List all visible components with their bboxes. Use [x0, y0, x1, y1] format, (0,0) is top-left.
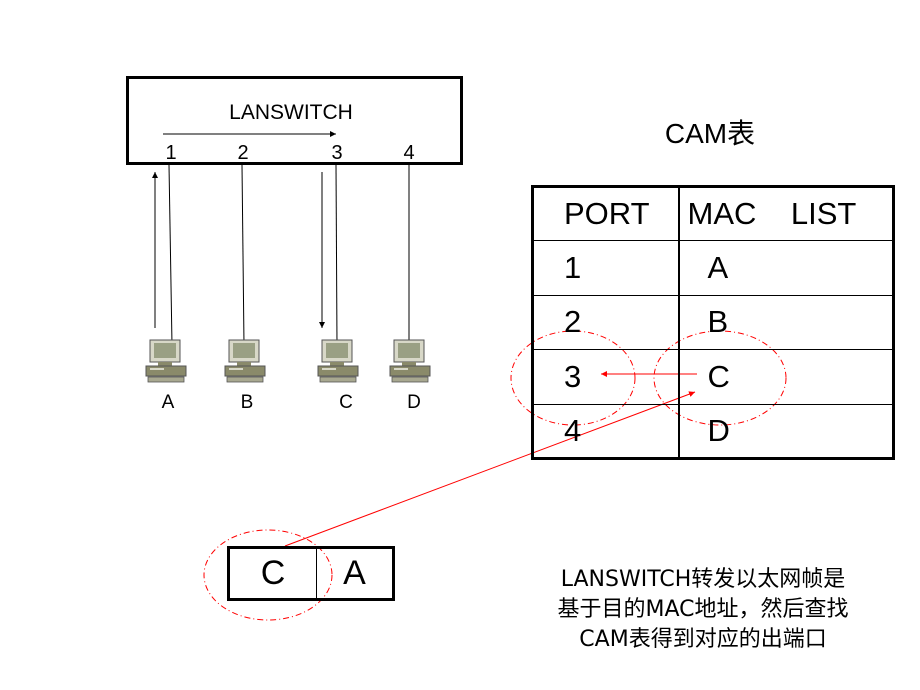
cam-header-port: PORT — [532, 185, 680, 242]
cable-port1-A — [168, 164, 173, 346]
cam-port-cell: 2 — [532, 294, 680, 351]
cam-mac-cell: C — [678, 349, 894, 405]
table-row: 1 A — [532, 240, 894, 296]
frame-src-mac: A — [343, 554, 366, 592]
cam-port-cell: 4 — [532, 403, 680, 460]
cam-mac-cell: A — [678, 240, 894, 296]
explanation-caption: LANSWITCH转发以太网帧是 基于目的MAC地址，然后查找 CAM表得到对应… — [520, 565, 886, 655]
host-label-d: D — [407, 392, 421, 413]
cam-table-title: CAM表 — [664, 118, 756, 149]
cam-header-mac: MAC LIST — [678, 185, 894, 242]
cam-table: PORT MAC LIST 1 A 2 B 3 C 4 D — [531, 185, 895, 460]
host-label-a: A — [161, 392, 175, 413]
port-label-3: 3 — [331, 142, 343, 164]
cam-mac-cell: B — [678, 294, 894, 351]
cam-port-cell: 3 — [532, 349, 680, 405]
table-row: 2 B — [532, 294, 894, 351]
table-row: 4 D — [532, 403, 894, 460]
port-label-4: 4 — [403, 142, 415, 164]
computer-icon — [224, 339, 266, 383]
switch-name: LANSWITCH — [229, 101, 353, 124]
cable-port3-C — [335, 164, 338, 346]
switch-box — [126, 76, 463, 165]
computer-icon — [145, 339, 187, 383]
cam-table-header: PORT MAC LIST — [532, 185, 894, 242]
computer-icon — [389, 339, 431, 383]
port-label-1: 1 — [165, 142, 177, 164]
caption-line-2: 基于目的MAC地址，然后查找 — [557, 597, 849, 622]
host-label-c: C — [339, 392, 353, 413]
highlight-ellipse-frame-dst — [203, 529, 333, 621]
cam-mac-cell: D — [678, 403, 894, 460]
caption-line-1: LANSWITCH转发以太网帧是 — [560, 567, 846, 592]
ethernet-frame: C A — [227, 546, 395, 601]
table-row: 3 C — [532, 349, 894, 405]
frame-dst-mac: C — [230, 549, 317, 598]
host-label-b: B — [240, 392, 254, 413]
cable-port2-B — [241, 164, 245, 346]
computer-icon — [317, 339, 359, 383]
port-label-2: 2 — [237, 142, 249, 164]
cam-port-cell: 1 — [532, 240, 680, 296]
caption-line-3: CAM表得到对应的出端口 — [579, 627, 827, 652]
